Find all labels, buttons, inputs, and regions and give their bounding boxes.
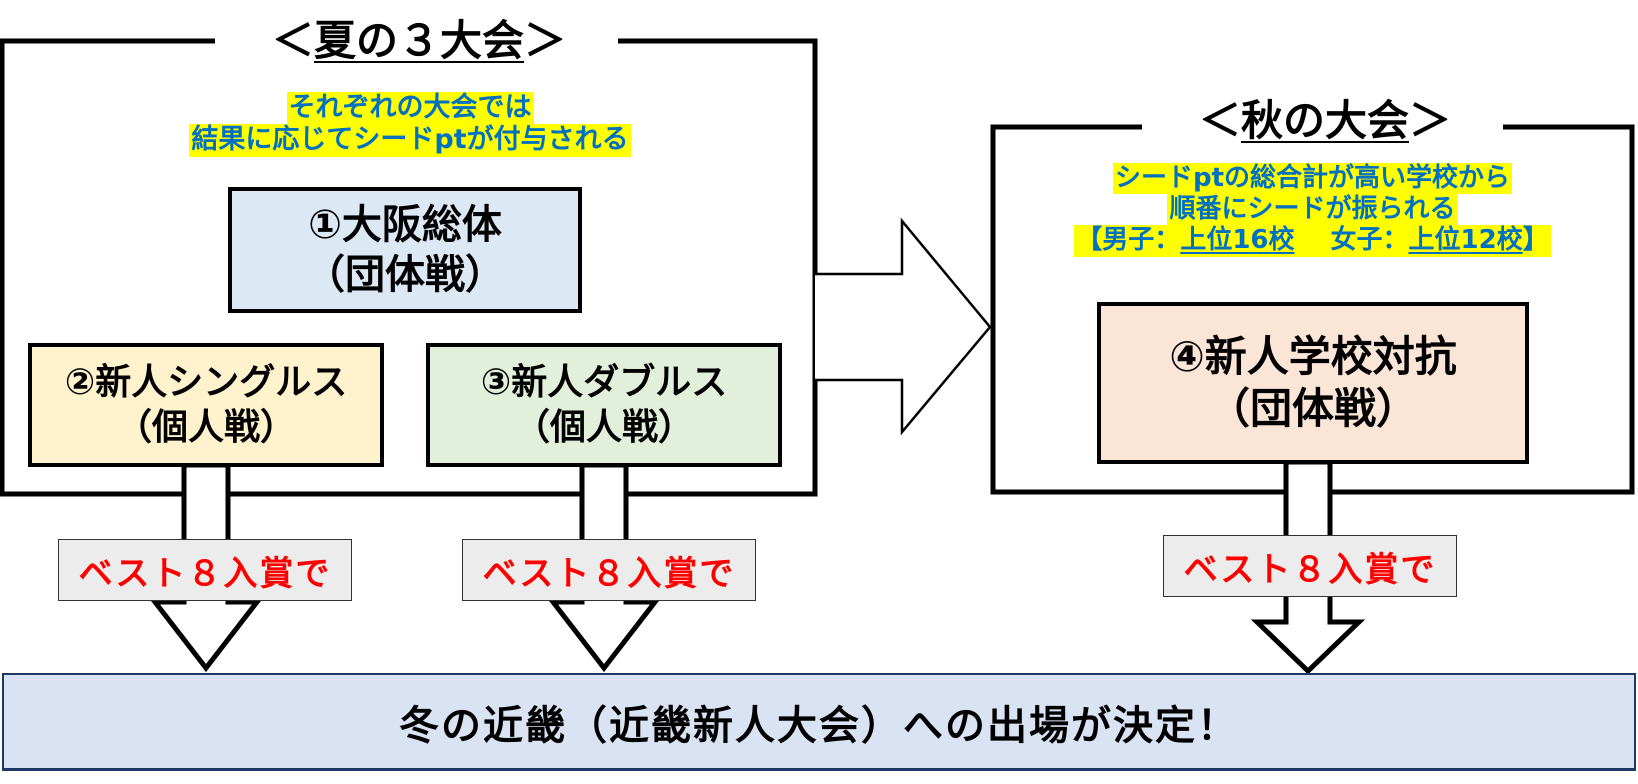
event-type: （個人戦） [115, 407, 296, 448]
autumn-note: シードptの総合計が高い学校から 順番にシードが振られる 【男子：上位16校 女子… [1000, 163, 1625, 257]
summer-title-text: 夏の３大会 [313, 16, 524, 65]
autumn-note-line1: シードptの総合計が高い学校から [1112, 163, 1513, 195]
summer-frame [0, 38, 818, 497]
condition-label: ベスト８入賞で [58, 539, 352, 601]
result-banner: 冬の近畿（近畿新人大会）への出場が決定！ [2, 673, 1636, 771]
event-rookie-doubles: ③新人ダブルス （個人戦） [426, 343, 782, 467]
boys-label: 男子： [1102, 225, 1181, 256]
event-name: ②新人シングルス [64, 362, 348, 403]
summer-note-line2: 結果に応じてシードptが付与される [189, 124, 631, 157]
summer-note-line1: それぞれの大会では [286, 92, 534, 125]
condition-label: ベスト８入賞で [1163, 535, 1457, 597]
event-type: （団体戦） [305, 252, 505, 298]
event-name: ③新人ダブルス [480, 362, 728, 403]
summer-title: ＜夏の３大会＞ [220, 10, 618, 72]
event-osaka-soutai: ①大阪総体 （団体戦） [228, 187, 582, 313]
summer-note: それぞれの大会では 結果に応じてシードptが付与される [40, 92, 780, 157]
boys-seed-count: 上位16校 [1180, 225, 1295, 256]
autumn-note-line3: 【男子：上位16校 女子：上位12校】 [1074, 225, 1551, 257]
title-bracket-close: ＞ [1409, 96, 1452, 145]
right-arrow-icon [815, 217, 992, 436]
bracket-close: 】 [1522, 225, 1549, 256]
event-type: （個人戦） [513, 407, 694, 448]
title-bracket-close: ＞ [524, 16, 567, 65]
title-bracket-open: ＜ [1198, 96, 1241, 145]
event-rookie-school-team: ④新人学校対抗 （団体戦） [1097, 302, 1529, 464]
bracket-open: 【 [1076, 225, 1103, 256]
event-name: ①大阪総体 [308, 202, 502, 248]
autumn-title-text: 秋の大会 [1240, 96, 1409, 145]
autumn-title: ＜秋の大会＞ [1147, 90, 1503, 152]
event-rookie-singles: ②新人シングルス （個人戦） [28, 343, 384, 467]
condition-label: ベスト８入賞で [462, 539, 756, 601]
event-type: （団体戦） [1207, 384, 1418, 433]
event-name: ④新人学校対抗 [1169, 331, 1457, 381]
girls-seed-count: 上位12校 [1408, 225, 1523, 256]
girls-label: 女子： [1330, 225, 1409, 256]
autumn-note-line2: 順番にシードが振られる [1167, 194, 1458, 226]
title-bracket-open: ＜ [271, 16, 314, 65]
